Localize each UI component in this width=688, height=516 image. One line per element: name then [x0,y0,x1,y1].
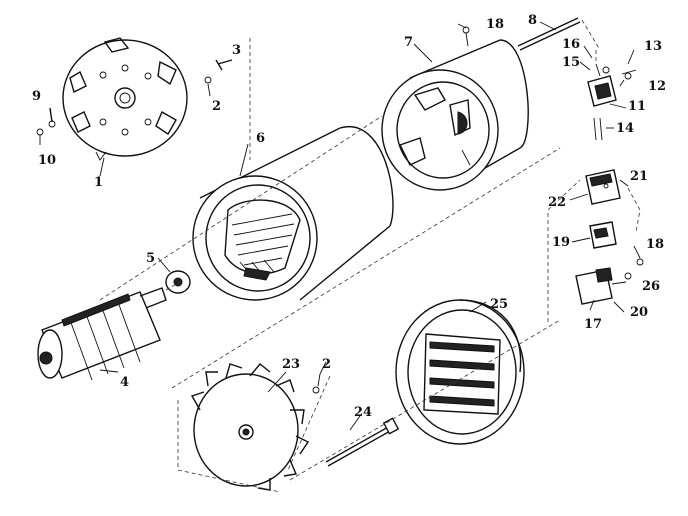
label-part-20: 20 [630,305,648,320]
part-labels: 1 2 2 3 4 5 6 7 8 9 10 11 12 13 14 15 16… [32,13,666,420]
switch-cover-drawing [585,169,621,205]
label-part-11: 11 [628,99,646,114]
label-part-8: 8 [528,13,537,28]
label-part-9: 9 [32,89,41,104]
label-part-25: 25 [490,297,508,312]
bolt-3-drawing [215,38,251,160]
label-part-22: 22 [548,195,566,210]
label-part-12: 12 [648,79,666,94]
leader-lines [99,21,641,431]
through-bolt-8-drawing [517,17,601,51]
label-part-21: 21 [630,169,648,184]
label-part-10: 10 [38,153,56,168]
label-part-3: 3 [232,43,241,58]
end-bell-drawing [62,37,188,161]
label-part-26: 26 [642,279,660,294]
label-part-17: 17 [584,317,602,332]
label-part-24: 24 [354,405,372,420]
field-housing-drawing [192,125,394,301]
label-part-6: 6 [256,131,265,146]
label-part-14: 14 [616,121,634,136]
label-part-18-top: 18 [486,17,504,32]
nut-2-drawing [204,76,212,97]
label-part-16: 16 [562,37,580,52]
switch-block-drawing [589,221,617,249]
label-part-5: 5 [146,251,155,266]
armature-drawing [37,281,181,381]
long-bolt-drawing [325,417,400,467]
brush-holder-drawing [587,50,637,141]
label-part-18-right: 18 [646,237,664,252]
screw-9-drawing [48,107,56,128]
screw-18-top-drawing [462,26,470,47]
grille-cover-drawing [395,299,525,445]
label-part-7: 7 [404,35,413,50]
label-part-4: 4 [120,375,129,390]
nut-2-lower-drawing [287,373,331,471]
fan-impeller-drawing [177,363,310,493]
label-part-13: 13 [644,39,662,54]
label-part-23: 23 [282,357,300,372]
switch-plate-drawing [547,179,644,322]
bearing-drawing [165,270,191,294]
fan-housing-drawing [381,39,529,191]
label-part-2-upper: 2 [212,99,221,114]
label-part-1: 1 [94,175,103,190]
label-part-2-lower: 2 [322,357,331,372]
washer-10-drawing [36,128,44,145]
label-part-19: 19 [552,235,570,250]
alignment-lines [99,115,561,481]
label-part-15: 15 [562,55,580,70]
wire-lead-drawing [627,187,641,233]
